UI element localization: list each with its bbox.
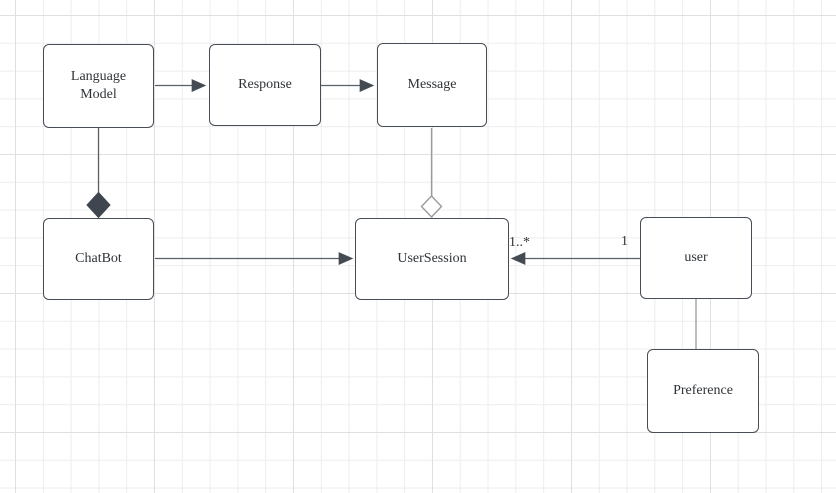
aggregation-diamond-icon xyxy=(420,194,443,219)
composition-diamond-icon xyxy=(86,191,111,219)
node-response[interactable]: Response xyxy=(209,44,321,126)
node-label: Response xyxy=(238,77,292,92)
node-label: Message xyxy=(407,77,457,92)
node-label: UserSession xyxy=(397,251,467,266)
node-label: user xyxy=(684,250,708,265)
edge-message-usersession-aggregation[interactable] xyxy=(420,128,443,219)
multiplicity-label-target[interactable]: 1..* xyxy=(509,235,530,250)
node-chatbot[interactable]: ChatBot xyxy=(43,218,154,300)
multiplicity-label-source[interactable]: 1 xyxy=(621,234,628,249)
node-message[interactable]: Message xyxy=(377,43,487,127)
node-user[interactable]: user xyxy=(640,217,752,299)
node-label: Preference xyxy=(673,383,733,398)
node-language-model[interactable]: Language Model xyxy=(43,44,154,128)
node-label: Language Model xyxy=(70,69,127,102)
node-usersession[interactable]: UserSession xyxy=(355,218,509,300)
node-label: ChatBot xyxy=(75,251,122,266)
node-preference[interactable]: Preference xyxy=(647,349,759,433)
edge-languagemodel-chatbot-composition[interactable] xyxy=(86,128,111,219)
